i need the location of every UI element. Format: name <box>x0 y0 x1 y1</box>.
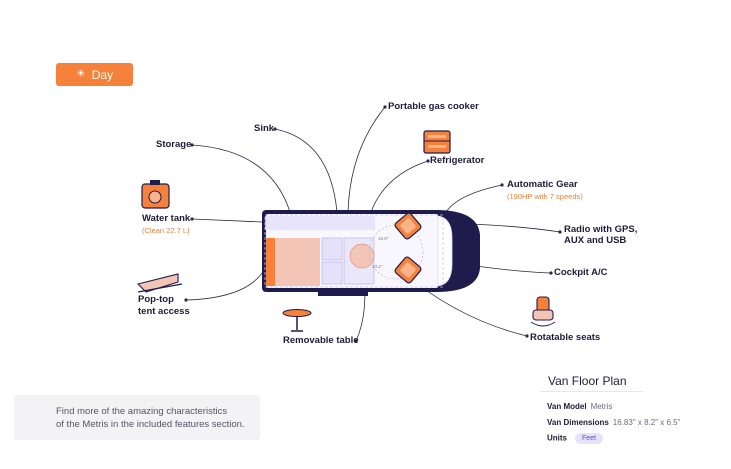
spec-units: Units Feet <box>547 433 604 444</box>
leader-refrigerator <box>370 160 429 213</box>
label-radio-line2: AUX and USB <box>564 235 627 246</box>
label-sink: Sink <box>254 123 275 134</box>
van-model-value: Metris <box>590 402 613 411</box>
leader-water-tank <box>191 218 263 223</box>
van-dimensions-value: 16.83" x 8.2" x 6.5" <box>612 418 681 427</box>
removable-table-top <box>349 243 375 269</box>
leader-cockpit-ac <box>475 265 552 274</box>
tent-icon <box>136 273 183 293</box>
day-mode-button[interactable]: ☀ Day <box>56 63 133 86</box>
refrigerator-icon <box>423 130 451 154</box>
label-pop-top-line2: tent access <box>138 306 190 317</box>
floor-plan-title: Van Floor Plan <box>548 374 627 388</box>
leader-pop-top <box>185 261 269 301</box>
label-water-tank: Water tank <box>142 213 191 224</box>
units-label: Units <box>547 433 567 443</box>
seat-icon <box>530 296 556 327</box>
leader-radio <box>469 223 561 233</box>
van-dimensions-label: Van Dimensions <box>547 418 609 427</box>
label-portable-gas-cooker: Portable gas cooker <box>388 101 479 112</box>
label-water-tank-sub: (Clean 22.7 L) <box>142 226 190 235</box>
label-rotatable-seats: Rotatable seats <box>530 332 601 343</box>
day-mode-label: Day <box>91 67 114 82</box>
label-automatic-gear: Automatic Gear <box>507 179 578 190</box>
front-seats <box>394 212 422 284</box>
label-radio-line1: Radio with GPS, <box>564 224 638 235</box>
swivel-dim-a: 16.6" <box>378 236 389 241</box>
leader-automatic-gear <box>444 184 503 215</box>
features-info-text: Find more of the amazing characteristics… <box>56 405 266 431</box>
van-model-label: Van Model <box>547 402 587 411</box>
info-line1: Find more of the amazing characteristics <box>56 406 228 417</box>
leader-storage <box>191 144 291 213</box>
info-line2: of the Metris in the included features s… <box>56 419 245 430</box>
features-info-box <box>14 395 260 440</box>
water-tank-icon <box>141 180 170 209</box>
sun-icon: ☀ <box>75 68 86 80</box>
label-removable-table: Removable table <box>283 335 359 346</box>
label-refrigerator: Refrigerator <box>430 155 485 166</box>
label-cockpit-ac: Cockpit A/C <box>554 267 608 278</box>
label-pop-top-line1: Pop-top <box>138 294 174 305</box>
leader-gas-cooker <box>347 106 386 213</box>
floor-plan-divider <box>540 391 643 392</box>
label-automatic-gear-sub: (190HP with 7 speeds) <box>507 192 583 201</box>
label-storage: Storage <box>156 139 192 150</box>
swivel-dim-b: 23.2" <box>372 264 383 269</box>
units-toggle[interactable]: Feet <box>575 433 604 444</box>
leader-sink <box>274 128 338 213</box>
table-icon <box>282 309 312 332</box>
bed <box>266 238 320 286</box>
